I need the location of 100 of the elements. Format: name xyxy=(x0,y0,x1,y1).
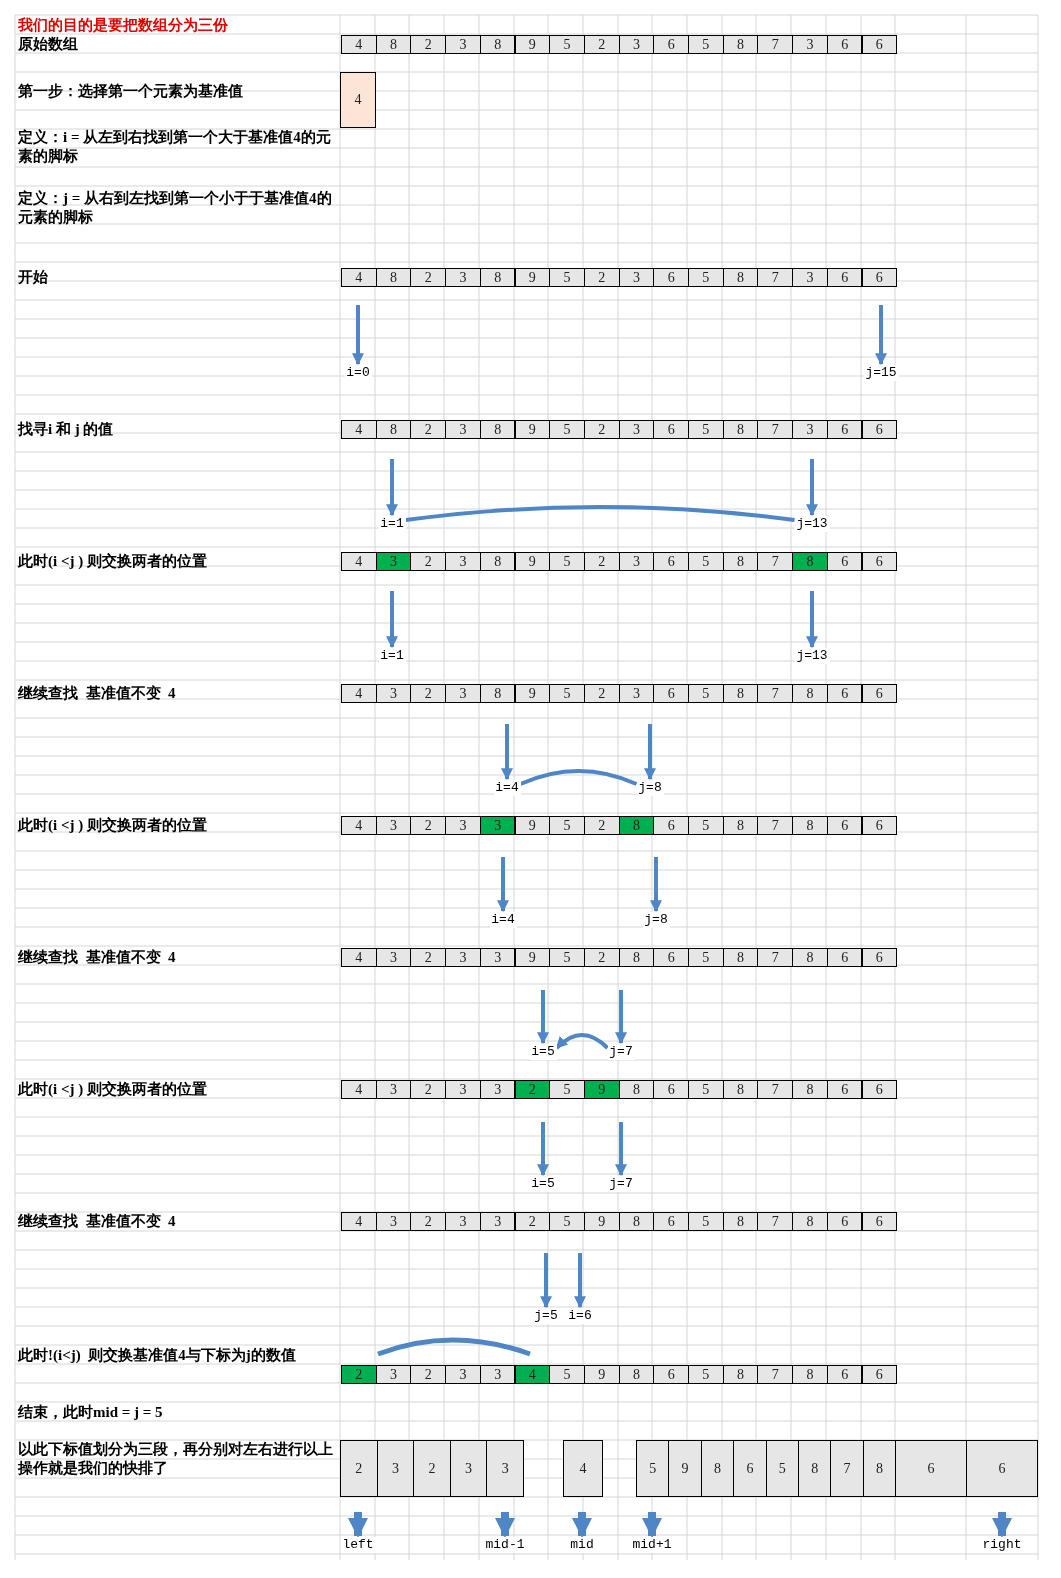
array-cell: 5 xyxy=(688,1212,724,1231)
array-cell: 6 xyxy=(826,816,863,835)
array-cell: 8 xyxy=(375,420,412,439)
array-cell: 9 xyxy=(514,816,551,835)
array-cell: 3 xyxy=(618,552,655,571)
array-cell: 8 xyxy=(700,1440,735,1497)
array-cell: 6 xyxy=(826,948,863,967)
array-cell: 9 xyxy=(514,948,551,967)
array-cell: 6 xyxy=(653,1365,689,1384)
index-label: i=5 xyxy=(529,1044,557,1060)
array-cell: 3 xyxy=(479,816,516,835)
array-cell: 3 xyxy=(792,268,828,287)
array-cell: 8 xyxy=(722,684,759,703)
array-cell: 6 xyxy=(826,684,863,703)
array-cell: 5 xyxy=(688,1365,724,1384)
arrow xyxy=(497,857,509,913)
step-text: 此时!(i<j) 则交换基准值4与下标为j的数值 xyxy=(18,1346,297,1365)
arrow xyxy=(352,305,364,366)
array-cell: 7 xyxy=(757,268,794,287)
array-cell: 5 xyxy=(688,420,724,439)
array-cell: 6 xyxy=(826,420,863,439)
arrow xyxy=(537,1122,549,1177)
array-cell: 8 xyxy=(375,268,412,287)
array-cell: 3 xyxy=(375,816,412,835)
arrow xyxy=(806,591,818,649)
array-cell: 5 xyxy=(549,816,585,835)
array-cell: 2 xyxy=(410,552,447,571)
array-cell: 9 xyxy=(668,1440,702,1497)
array-cell: 5 xyxy=(549,268,585,287)
array-cell: 4 xyxy=(341,816,377,835)
array-cell: 6 xyxy=(826,1080,863,1099)
index-label: j=8 xyxy=(642,912,670,928)
array-cell: 2 xyxy=(413,1440,451,1497)
array-cell: 3 xyxy=(449,1440,488,1497)
array-cell: 7 xyxy=(757,684,794,703)
array-cell: 2 xyxy=(340,1440,378,1497)
array-cell: 4 xyxy=(563,1440,603,1497)
array-cell: 2 xyxy=(514,1212,551,1231)
array-cell: 8 xyxy=(792,552,828,571)
array-cell: 2 xyxy=(410,35,447,54)
array-cell: 3 xyxy=(445,552,481,571)
array-cell: 6 xyxy=(861,420,898,439)
index-label: j=5 xyxy=(532,1308,560,1324)
array-cell: 6 xyxy=(966,1440,1038,1497)
array-cell: 6 xyxy=(826,1212,863,1231)
array-cell: 6 xyxy=(733,1440,767,1497)
array-cell: 9 xyxy=(583,1080,620,1099)
array-cell: 8 xyxy=(618,948,655,967)
array-cell: 8 xyxy=(792,948,828,967)
array-cell: 8 xyxy=(722,816,759,835)
array-cell: 7 xyxy=(757,948,794,967)
array-cell: 3 xyxy=(445,948,481,967)
title: 我们的目的是要把数组分为三份 xyxy=(18,16,229,35)
index-label: mid+1 xyxy=(630,1537,674,1553)
array-cell: 8 xyxy=(792,1365,828,1384)
array-cell: 4 xyxy=(341,268,377,287)
array-cell: 6 xyxy=(653,35,689,54)
step-text: 定义：j = 从右到左找到第一个小于于基准值4的元素的脚标 xyxy=(18,189,333,227)
array-cell: 8 xyxy=(792,1080,828,1099)
array-cell: 5 xyxy=(549,684,585,703)
step-text: 继续查找 基准值不变 4 xyxy=(18,684,177,703)
array-cell: 6 xyxy=(826,552,863,571)
array-cell: 9 xyxy=(514,35,551,54)
array-cell: 6 xyxy=(653,552,689,571)
array-cell: 8 xyxy=(798,1440,832,1497)
array-cell: 8 xyxy=(722,268,759,287)
index-label: j=8 xyxy=(636,780,664,796)
arrow xyxy=(572,1512,592,1538)
array-cell: 3 xyxy=(479,948,516,967)
arrow xyxy=(642,1512,662,1538)
array-cell: 8 xyxy=(618,816,655,835)
index-label: i=4 xyxy=(489,912,517,928)
array-cell: 6 xyxy=(826,35,863,54)
index-label: i=1 xyxy=(378,516,406,532)
array-cell: 9 xyxy=(583,1365,620,1384)
step-text: 原始数组 xyxy=(18,35,79,54)
array-cell: 5 xyxy=(549,1365,585,1384)
array-cell: 8 xyxy=(792,816,828,835)
array-cell: 4 xyxy=(341,948,377,967)
arrow xyxy=(992,1512,1012,1538)
array-cell: 5 xyxy=(688,552,724,571)
arrow xyxy=(574,1253,586,1309)
array-cell: 3 xyxy=(375,1080,412,1099)
array-cell: 6 xyxy=(861,1365,898,1384)
swap-arc xyxy=(519,769,638,786)
array-cell: 2 xyxy=(410,1365,447,1384)
array-cell: 2 xyxy=(410,948,447,967)
array-cell: 2 xyxy=(410,268,447,287)
array-cell: 5 xyxy=(549,948,585,967)
index-label: i=4 xyxy=(493,780,521,796)
array-cell: 4 xyxy=(341,684,377,703)
array-cell: 3 xyxy=(445,420,481,439)
array-cell: 5 xyxy=(688,1080,724,1099)
array-cell: 6 xyxy=(861,268,898,287)
step-text: 此时(i <j ) 则交换两者的位置 xyxy=(18,1080,208,1099)
array-cell: 8 xyxy=(479,684,516,703)
array-cell: 6 xyxy=(826,1365,863,1384)
array-cell: 8 xyxy=(479,35,516,54)
array-cell: 6 xyxy=(861,1080,898,1099)
array-cell: 5 xyxy=(688,816,724,835)
